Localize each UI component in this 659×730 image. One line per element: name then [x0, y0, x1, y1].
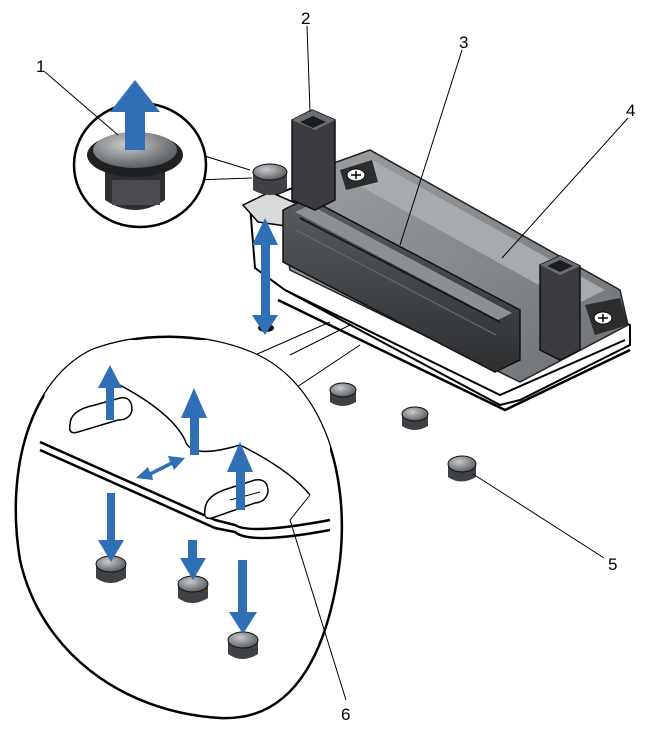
callout-label-4: 4 — [626, 101, 635, 120]
callout-label-2: 2 — [301, 9, 310, 28]
pin-detail-callout — [72, 80, 253, 229]
callout-1: 1 — [36, 57, 119, 136]
release-pin — [252, 163, 288, 195]
standoff-post-icon — [447, 455, 477, 482]
standoff-post-icon — [95, 555, 127, 583]
blue-direction-arrow — [98, 365, 257, 634]
callout-3: 3 — [399, 33, 468, 246]
callout-4: 4 — [501, 101, 635, 259]
phillips-screw-icon — [340, 160, 378, 190]
callout-label-3: 3 — [459, 33, 468, 52]
lift-direction-arrow — [252, 218, 278, 335]
phillips-screw-icon — [585, 298, 628, 335]
standoff-detail-callout — [14, 321, 361, 720]
callout-label-6: 6 — [341, 705, 350, 724]
callout-5: 5 — [472, 473, 617, 574]
riser-assembly — [241, 109, 631, 412]
callout-label-1: 1 — [36, 57, 45, 76]
standoff-post-icon — [227, 631, 259, 659]
standoff-post-icon — [401, 406, 429, 430]
callout-label-5: 5 — [608, 555, 617, 574]
standoff-post-icon — [329, 382, 357, 406]
callout-2: 2 — [301, 9, 311, 113]
standoff-post-icon — [177, 575, 209, 603]
callout-6: 6 — [289, 519, 350, 724]
